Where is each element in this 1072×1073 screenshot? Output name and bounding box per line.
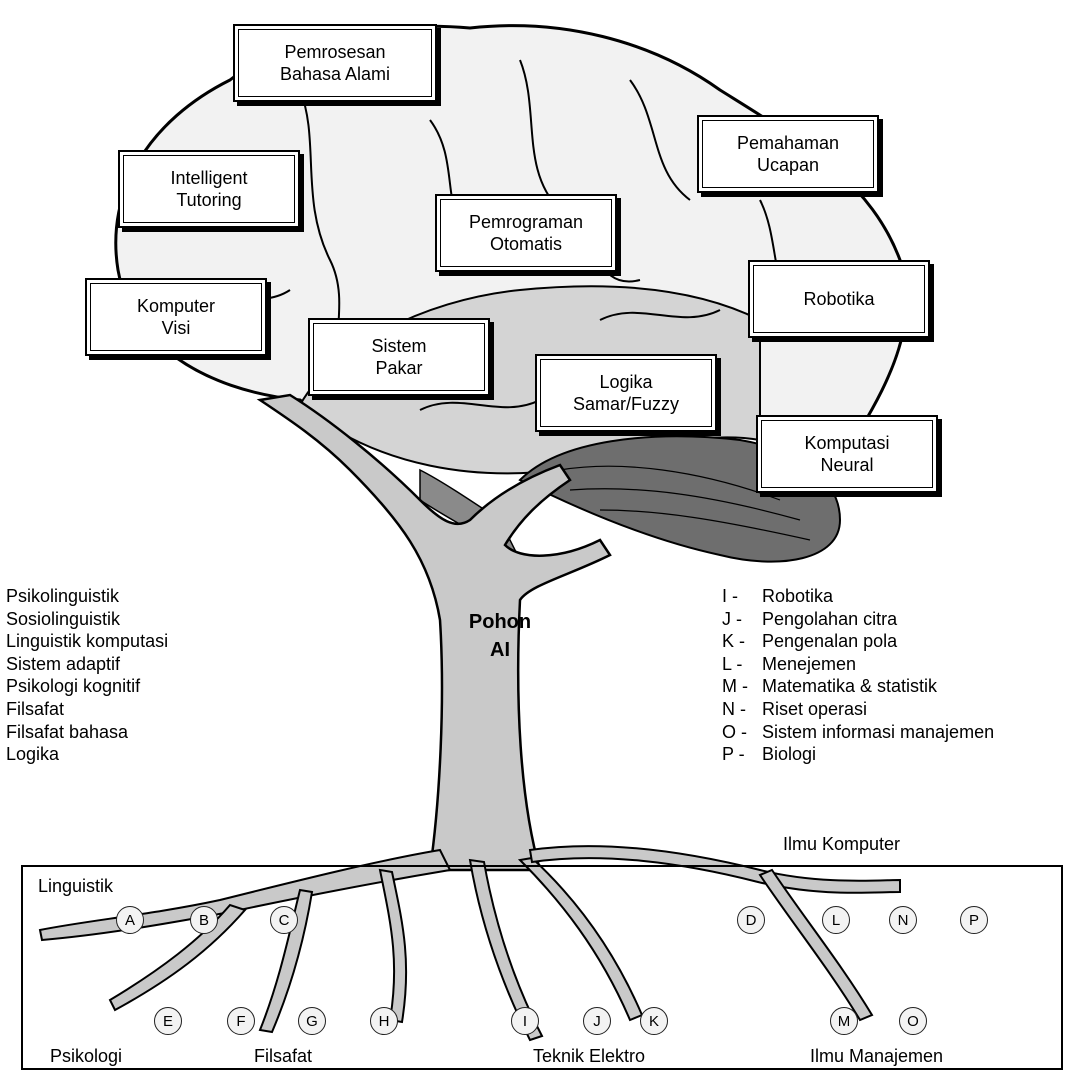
legend-label: Robotika	[762, 586, 834, 606]
root-node-g: G	[298, 1007, 326, 1035]
legend-item: M - Matematika & statistik	[722, 675, 994, 698]
root-node-j: J	[583, 1007, 611, 1035]
legend-label: Matematika & statistik	[762, 676, 938, 697]
root-node-e: E	[154, 1007, 182, 1035]
root-label-teknik-elektro: Teknik Elektro	[533, 1046, 646, 1066]
root-label-linguistik: Linguistik	[38, 876, 114, 896]
list-item: Filsafat	[6, 698, 65, 719]
list-item: Psikolinguistik	[6, 586, 120, 606]
legend-item: O - Sistem informasi manajemen	[722, 721, 994, 744]
legend-item: J - Pengolahan citra	[722, 608, 994, 631]
list-item: Logika	[6, 744, 60, 765]
root-node-a: A	[116, 906, 144, 934]
list-item: Linguistik komputasi	[6, 631, 169, 652]
field-box-sistem-pakar: Sistem Pakar	[308, 318, 490, 396]
legend-code: O -	[722, 721, 747, 742]
legend-code: P -	[722, 744, 745, 765]
right-legend-list: I - Robotika J - Pengolahan citra K - Penge…	[722, 585, 994, 766]
root-node-k: K	[640, 1007, 668, 1035]
root-node-h: H	[370, 1007, 398, 1035]
root-node-m: M	[830, 1007, 858, 1035]
legend-item: I - Robotika	[722, 585, 994, 608]
legend-item: L - Menejemen	[722, 653, 994, 676]
tree-trunk	[256, 393, 612, 872]
legend-code: K -	[722, 631, 746, 652]
legend-item: K - Pengenalan pola	[722, 630, 994, 653]
legend-item: N - Riset operasi	[722, 698, 994, 721]
trunk-label: Pohon AI	[468, 611, 532, 661]
list-item: Sistem adaptif	[6, 653, 121, 674]
legend-code: I -	[722, 586, 738, 606]
legend-label: Riset operasi	[762, 698, 868, 719]
field-box-pemahaman-ucapan: Pemahaman Ucapan	[697, 115, 879, 193]
legend-label: Biologi	[762, 744, 817, 765]
root-node-o: O	[899, 1007, 927, 1035]
legend-item: P - Biologi	[722, 743, 994, 766]
root-label-filsafat: Filsafat	[254, 1046, 313, 1066]
root-node-p: P	[960, 906, 988, 934]
legend-label: Sistem informasi manajemen	[762, 721, 995, 742]
root-label-psikologi: Psikologi	[50, 1046, 123, 1066]
ground-box	[21, 865, 1063, 1070]
legend-label: Pengenalan pola	[762, 631, 898, 652]
field-box-logika-samar-fuzzy: Logika Samar/Fuzzy	[535, 354, 717, 432]
field-box-komputasi-neural: Komputasi Neural	[756, 415, 938, 493]
field-box-pemrograman-otomatis: Pemrograman Otomatis	[435, 194, 617, 272]
root-node-d: D	[737, 906, 765, 934]
legend-code: M -	[722, 676, 748, 697]
legend-code: N -	[722, 698, 746, 719]
list-item: Psikologi kognitif	[6, 676, 141, 697]
root-label-ilmu-komputer: Ilmu Komputer	[783, 834, 901, 854]
legend-code: L -	[722, 653, 743, 674]
legend-label: Menejemen	[762, 653, 857, 674]
field-box-komputer-visi: Komputer Visi	[85, 278, 267, 356]
list-item: Sosiolinguistik	[6, 608, 121, 629]
root-node-i: I	[511, 1007, 539, 1035]
field-box-pemrosesan-bahasa-alami: Pemrosesan Bahasa Alami	[233, 24, 437, 102]
root-label-ilmu-manajemen: Ilmu Manajemen	[810, 1046, 944, 1066]
left-discipline-list: Psikolinguistik Sosiolinguistik Linguist…	[6, 585, 168, 766]
root-node-c: C	[270, 906, 298, 934]
legend-code: J -	[722, 608, 742, 629]
list-item: Filsafat bahasa	[6, 721, 129, 742]
root-node-f: F	[227, 1007, 255, 1035]
legend-label: Pengolahan citra	[762, 608, 898, 629]
root-node-b: B	[190, 906, 218, 934]
field-box-intelligent-tutoring: Intelligent Tutoring	[118, 150, 300, 228]
field-box-robotika: Robotika	[748, 260, 930, 338]
cerebellum-folds	[559, 465, 811, 541]
root-node-l: L	[822, 906, 850, 934]
root-node-n: N	[889, 906, 917, 934]
